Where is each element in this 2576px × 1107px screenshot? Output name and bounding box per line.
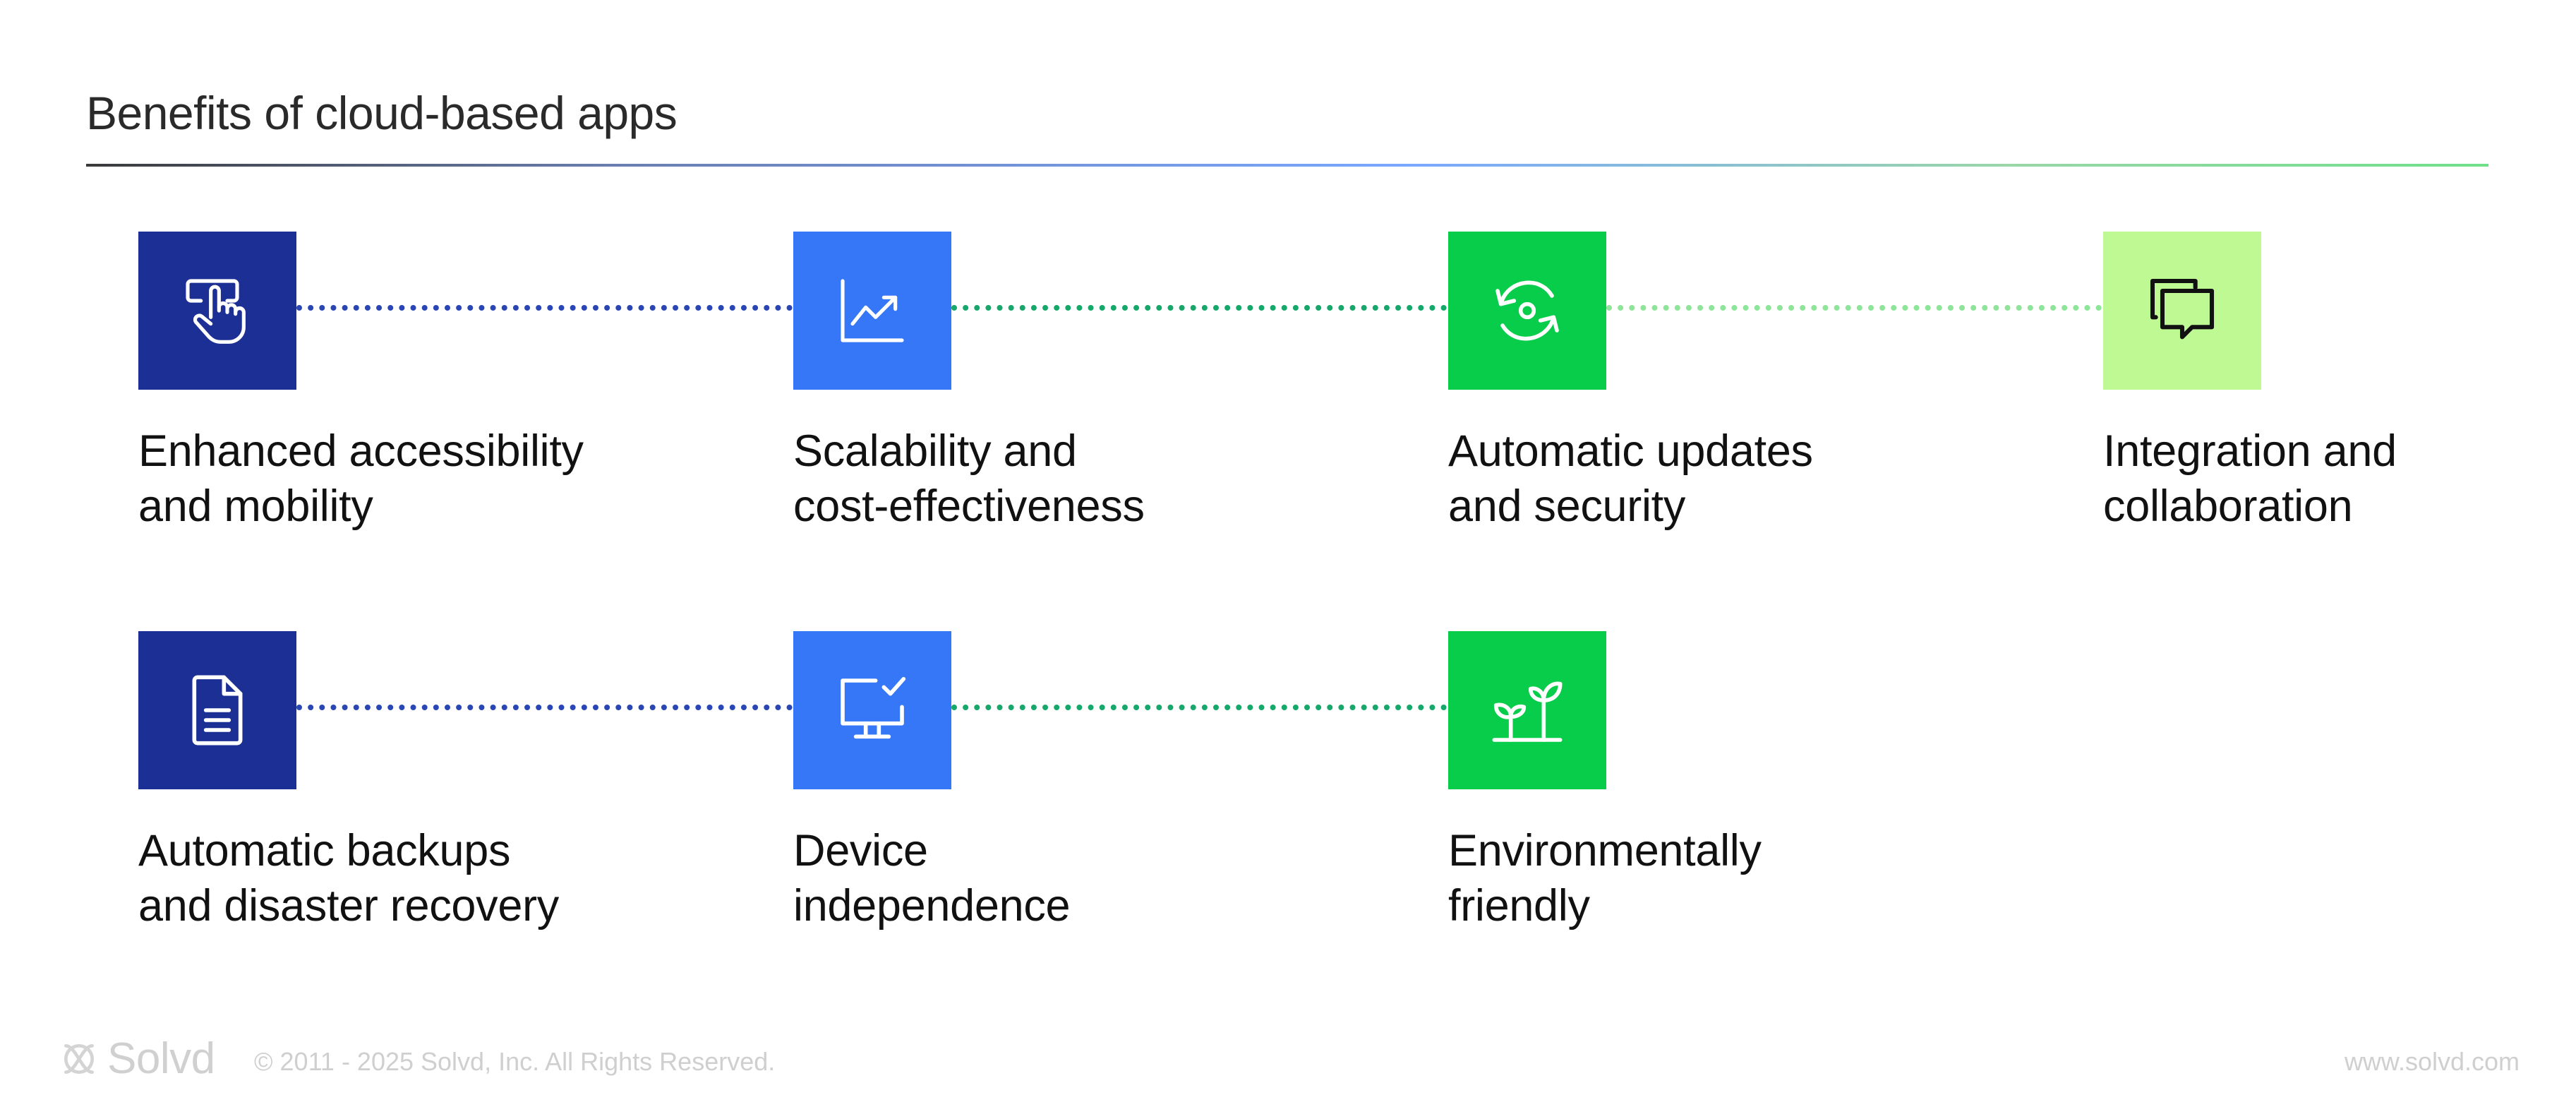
- benefit-label-device: Device independence: [793, 826, 1071, 931]
- benefit-label-updates: Automatic updates and security: [1448, 426, 1813, 531]
- benefit-tile-integration: [2103, 232, 2261, 390]
- benefit-label-environment: Environmentally friendly: [1448, 826, 1762, 931]
- connector-1-2: [296, 305, 793, 311]
- chat-bubbles-icon: [2143, 271, 2222, 350]
- sprout-icon: [1488, 671, 1567, 750]
- footer-website[interactable]: www.solvd.com: [2344, 1047, 2520, 1076]
- benefit-tile-updates: [1448, 232, 1606, 390]
- benefit-tile-scalability: [793, 232, 951, 390]
- footer-copyright: © 2011 - 2025 Solvd, Inc. All Rights Res…: [254, 1047, 776, 1076]
- tap-hand-icon: [178, 271, 257, 350]
- monitor-check-icon: [833, 671, 912, 750]
- page-title: Benefits of cloud-based apps: [86, 87, 678, 139]
- growth-chart-icon: [833, 271, 912, 350]
- footer-logo: Solvd: [59, 1036, 215, 1082]
- benefit-label-backups: Automatic backups and disaster recovery: [138, 826, 559, 931]
- connector-6-7: [951, 705, 1447, 710]
- benefit-tile-device: [793, 631, 951, 789]
- solvd-logo-icon: [59, 1039, 107, 1079]
- benefit-label-accessibility: Enhanced accessibility and mobility: [138, 426, 584, 531]
- benefit-label-scalability: Scalability and cost-effectiveness: [793, 426, 1145, 531]
- benefit-tile-accessibility: [138, 232, 296, 390]
- title-divider: [86, 164, 2488, 167]
- footer-brand: Solvd: [107, 1034, 215, 1083]
- connector-2-3: [951, 305, 1447, 311]
- connector-3-4: [1606, 305, 2102, 311]
- benefit-label-integration: Integration and collaboration: [2103, 426, 2397, 531]
- benefit-tile-backups: [138, 631, 296, 789]
- refresh-sync-icon: [1488, 271, 1567, 350]
- benefit-tile-environment: [1448, 631, 1606, 789]
- document-icon: [178, 671, 257, 750]
- connector-5-6: [296, 705, 793, 710]
